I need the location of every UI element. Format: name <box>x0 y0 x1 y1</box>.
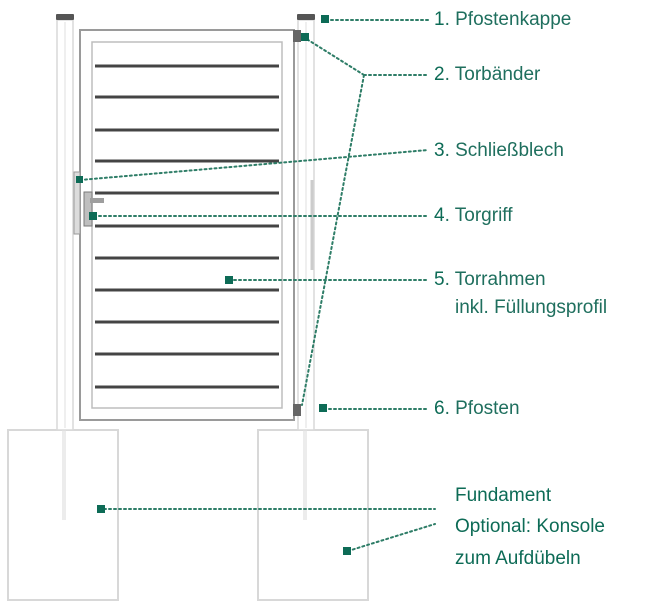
strike-plate <box>73 171 81 235</box>
label-post-cap-number: 1 <box>434 9 445 30</box>
hinge-top <box>293 30 301 42</box>
hinge-bottom <box>293 404 301 416</box>
label-post-cap-text: . Pfostenkappe <box>444 9 572 30</box>
marker-5 <box>225 276 233 284</box>
label-post: 6. Pfosten <box>434 398 520 420</box>
marker-foundation <box>97 505 105 513</box>
marker-3 <box>76 176 83 183</box>
foundation-right <box>257 429 369 601</box>
marker-4 <box>89 212 97 220</box>
label-foundation: Fundament <box>455 485 552 506</box>
label-handle: 4. Torgriff <box>434 205 513 227</box>
label-handle-text: . Torgriff <box>444 205 513 226</box>
post-cap-left <box>56 14 74 20</box>
marker-6 <box>319 404 327 412</box>
marker-1 <box>321 15 329 23</box>
post-cap-right <box>297 14 315 20</box>
infill-slats <box>95 64 279 389</box>
gate-handle <box>83 191 104 227</box>
label-post-number: 6 <box>434 398 445 419</box>
label-hinges-text: . Torbänder <box>444 64 541 85</box>
label-gate-frame-line2: inkl. Füllungsprofil <box>455 297 608 318</box>
label-strike-plate-number: 3 <box>434 140 445 161</box>
leader-console <box>347 523 436 552</box>
post-right <box>297 19 315 431</box>
label-post-text: . Pfosten <box>444 398 520 419</box>
label-post-cap: 1. Pfostenkappe <box>434 9 571 31</box>
label-gate-frame: 5. Torrahmen <box>434 269 546 291</box>
leader-3 <box>79 149 429 181</box>
label-handle-number: 4 <box>434 205 445 226</box>
label-gate-frame-text: . Torrahmen <box>444 269 546 290</box>
foundation-left <box>7 429 119 601</box>
leader-2 <box>301 37 429 406</box>
label-console-mounting: zum Aufdübeln <box>455 548 581 569</box>
label-console-optional: Optional: Konsole <box>455 516 605 537</box>
label-hinges: 2. Torbänder <box>434 64 540 86</box>
label-strike-plate-text: . Schließblech <box>444 140 564 161</box>
label-gate-frame-number: 5 <box>434 269 445 290</box>
post-left <box>56 19 74 431</box>
label-strike-plate: 3. Schließblech <box>434 140 564 162</box>
marker-2 <box>301 33 309 41</box>
label-hinges-number: 2 <box>434 64 445 85</box>
marker-console <box>343 547 351 555</box>
